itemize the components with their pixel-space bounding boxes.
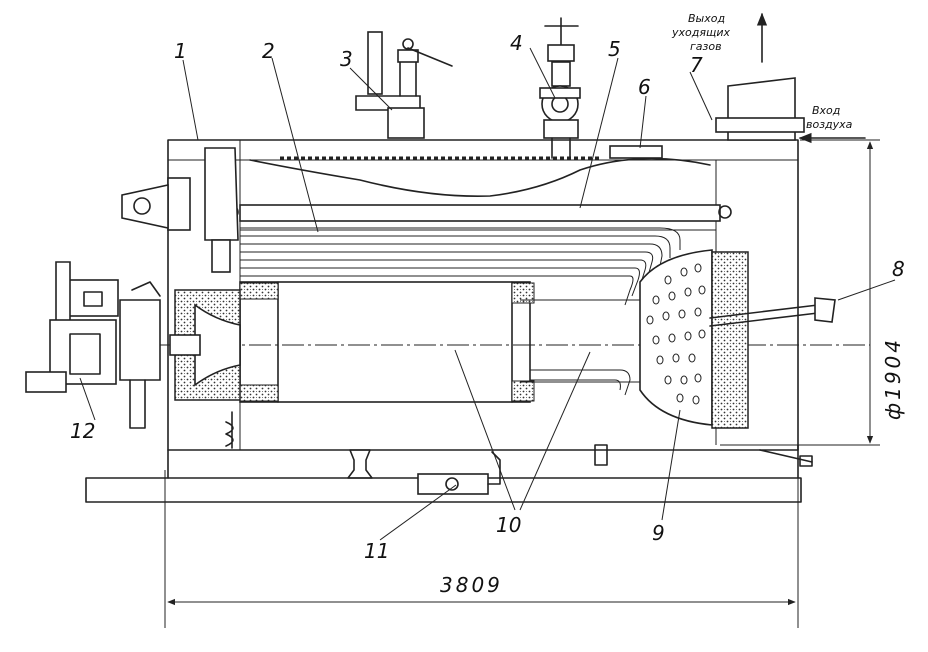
callout-6: 6 (638, 75, 651, 99)
callout-3: 3 (340, 47, 353, 71)
blowdown-valve (417, 451, 501, 495)
callout-2: 2 (262, 39, 275, 63)
note-flue-gas-2: уходящих (671, 26, 730, 39)
callout-5: 5 (608, 37, 621, 61)
tube-bank (240, 227, 681, 396)
callout-11: 11 (364, 539, 389, 563)
callout-4: 4 (510, 31, 523, 55)
blower-unit (25, 261, 161, 429)
drain-fitting (225, 411, 234, 449)
callout-7: 7 (690, 53, 703, 77)
note-air-1: Вход (812, 104, 840, 117)
safety-valve (355, 31, 453, 139)
leader-lines (79, 47, 896, 541)
note-flue-gas-1: Выход (688, 12, 725, 25)
callout-12: 12 (70, 419, 95, 443)
note-flue-gas-3: газов (690, 40, 722, 53)
front-fittings (121, 147, 239, 273)
callout-10: 10 (496, 513, 521, 537)
level-gauge (609, 145, 663, 159)
note-air-2: воздуха (806, 118, 853, 131)
flue-gas-outlet (715, 12, 805, 141)
callout-8: 8 (892, 257, 905, 281)
burner-assembly (169, 289, 241, 401)
dimension-length-label: 3809 (440, 573, 503, 597)
dimension-length (164, 470, 799, 628)
dimension-diameter (720, 139, 880, 446)
inspection-pipe (709, 297, 836, 327)
callout-1: 1 (174, 39, 187, 63)
dimension-diameter-label: ф1904 (881, 337, 905, 420)
furnace-tube (150, 281, 870, 403)
main-steam-valve (539, 17, 581, 159)
callout-9: 9 (652, 521, 665, 545)
steam-drum (225, 156, 732, 231)
rear-turning-chamber (639, 249, 749, 429)
